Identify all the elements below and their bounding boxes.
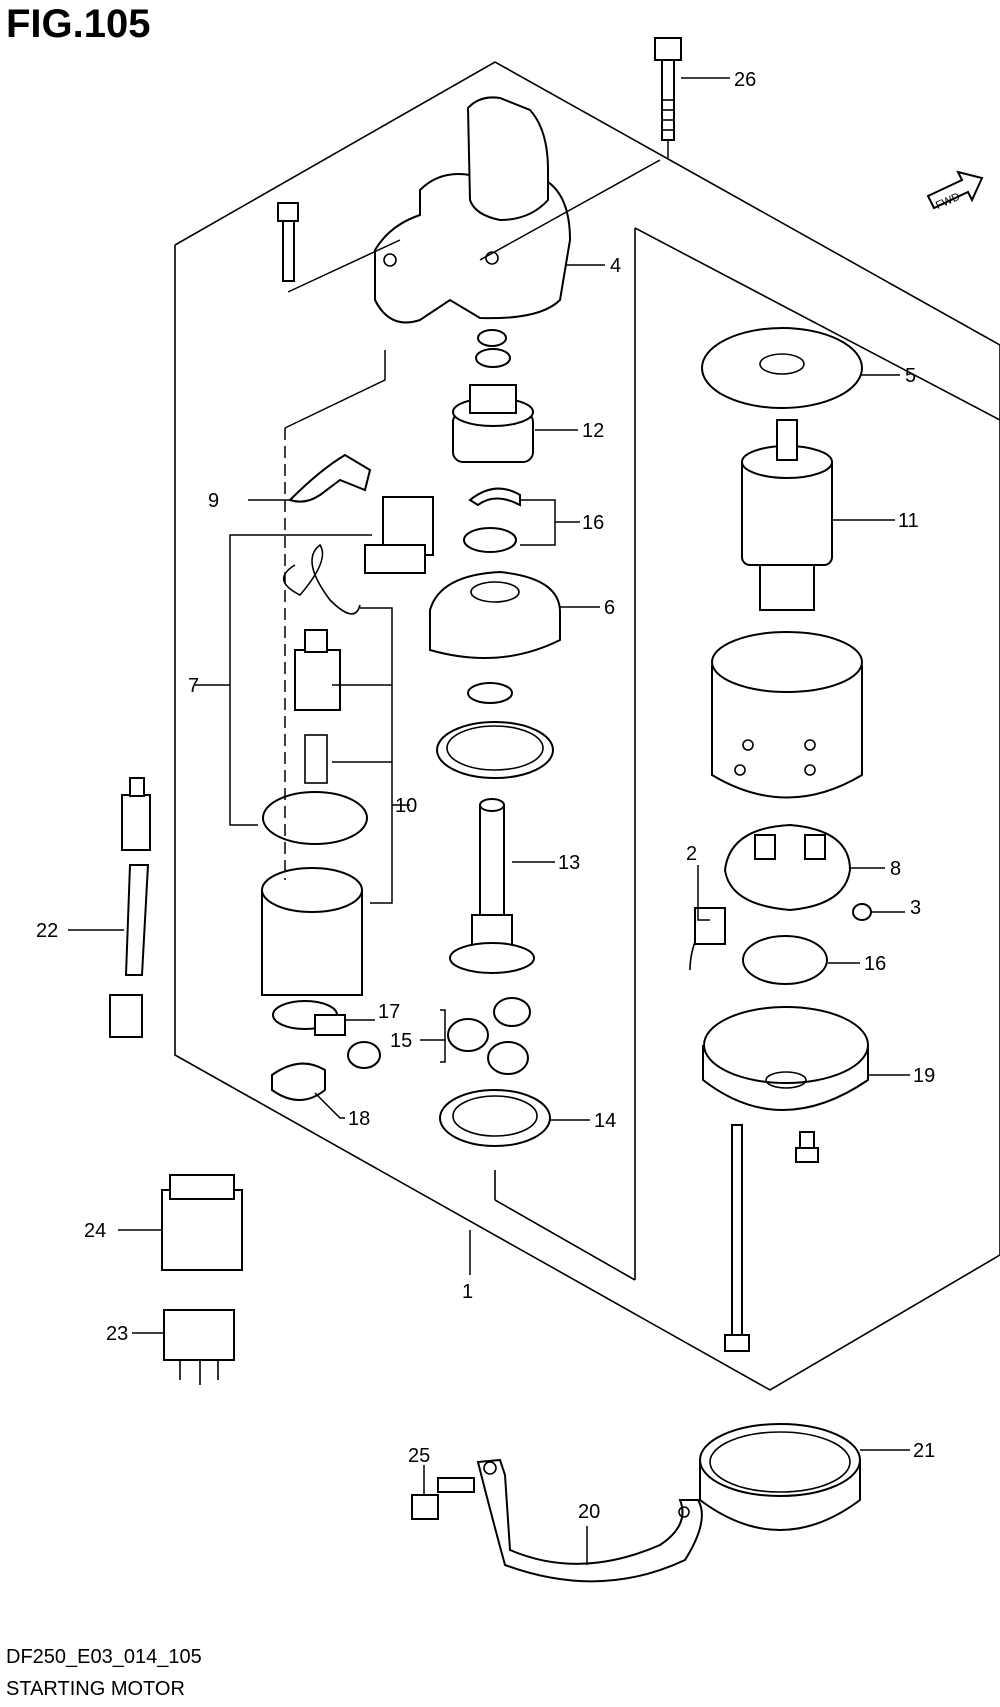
washer-ring [467,682,513,704]
figure-name: STARTING MOTOR [6,1678,185,1700]
pinion-part-12 [452,329,534,463]
end-cover-part-19 [702,1006,869,1111]
armature-part-11 [741,419,833,611]
callout-15: 15 [390,1030,412,1052]
plate-part-16-lower [742,935,828,985]
assembly-frame-inner [634,227,1000,421]
callout-10: 10 [395,795,417,817]
internal-gear-part-14 [439,1089,551,1147]
bolt-part-26 [654,37,682,158]
drive-shaft-part-13 [449,798,535,974]
callout-11: 11 [898,510,919,532]
brush-holder-part-8 [723,823,852,912]
bracket-part-6 [429,570,561,659]
clip-part-16-upper [463,487,521,553]
clamp-part-18 [271,1062,326,1101]
callout-19: 19 [913,1065,935,1087]
solenoid-body-part-10 [261,867,363,1030]
callout-22: 22 [36,920,58,942]
callout-8: 8 [890,858,901,880]
callout-13: 13 [558,852,580,874]
assembly-frame-outer [174,61,1000,1391]
fwd-arrow-icon: FWD [926,170,984,212]
solenoid-housing-part-4 [374,96,572,324]
switch-block [364,496,434,574]
gasket-ring [436,721,554,779]
terminal-part-17 [314,1014,346,1036]
planet-gears-part-15 [447,997,531,1075]
callout-25: 25 [408,1445,430,1467]
callout-14: 14 [594,1110,616,1132]
nut-hex [347,1041,381,1069]
band-part-21 [699,1423,861,1531]
callout-17: 17 [378,1001,400,1023]
wire-harness-part-22 [109,777,151,1038]
plunger [294,629,341,711]
figure-title: FIG.105 [6,2,151,46]
nut-part-3 [852,903,872,921]
callout-3: 3 [910,897,921,919]
screw-small [795,1131,819,1163]
callout-2: 2 [686,843,697,865]
strap-part-20 [476,1458,703,1583]
lever-part-9 [288,453,372,503]
callout-21: 21 [913,1440,935,1462]
lead-wire-part-2 [689,907,726,971]
callout-4: 4 [610,255,621,277]
wire-spring [282,543,361,615]
figure-code: DF250_E03_014_105 [6,1646,202,1668]
callout-6: 6 [604,597,615,619]
callout-18: 18 [348,1108,370,1130]
through-bolt [724,1124,750,1352]
bolt-part-25 [411,1477,475,1520]
callout-7: 7 [188,675,199,697]
callout-9: 9 [208,490,219,512]
relay-part-23 [163,1309,235,1385]
callout-24: 24 [84,1220,106,1242]
return-spring [304,734,328,784]
callout-16b: 16 [864,953,886,975]
solenoid-bolt [277,202,299,282]
callout-20: 20 [578,1501,600,1523]
callout-16a: 16 [582,512,604,534]
callout-12: 12 [582,420,604,442]
shim-plate-part-5 [701,327,863,409]
relay-part-24 [161,1174,243,1271]
callout-26: 26 [734,69,756,91]
callout-5: 5 [905,365,916,387]
yoke-housing [711,631,863,799]
callout-23: 23 [106,1323,128,1345]
gasket-plate [262,791,368,845]
callout-1: 1 [462,1281,473,1303]
